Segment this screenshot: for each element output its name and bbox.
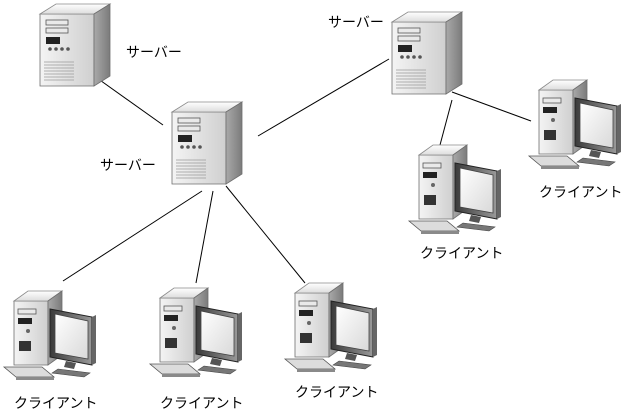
server-top-left-icon — [39, 3, 111, 87]
server-center-icon — [171, 101, 243, 185]
client-right-mid-label: クライアント — [420, 246, 504, 262]
client-bottom-3-label: クライアント — [295, 385, 379, 401]
client-right-top-icon — [528, 79, 622, 170]
connection-lines — [62, 58, 532, 284]
client-bottom-2-label: クライアント — [160, 396, 244, 412]
link-center-server-to-topright-server — [257, 58, 390, 137]
link-center-server-to-client-2 — [195, 190, 214, 284]
link-topright-server-to-client-right — [451, 91, 532, 122]
client-right-mid-icon — [408, 144, 502, 235]
client-right-top-label: クライアント — [539, 185, 623, 201]
client-bottom-3-icon — [284, 282, 378, 373]
client-bottom-2-icon — [149, 287, 243, 378]
server-top-left-label: サーバー — [126, 45, 182, 61]
link-center-server-to-client-1 — [62, 190, 203, 282]
link-topleft-server-to-center-server — [96, 77, 164, 126]
link-topright-server-to-client-mid — [439, 99, 453, 146]
client-bottom-1-icon — [3, 290, 97, 381]
server-top-right-label: サーバー — [328, 15, 384, 31]
link-center-server-to-client-3 — [225, 185, 306, 284]
server-center-label: サーバー — [100, 158, 156, 174]
server-top-right-icon — [391, 11, 463, 95]
client-bottom-1-label: クライアント — [14, 396, 98, 412]
